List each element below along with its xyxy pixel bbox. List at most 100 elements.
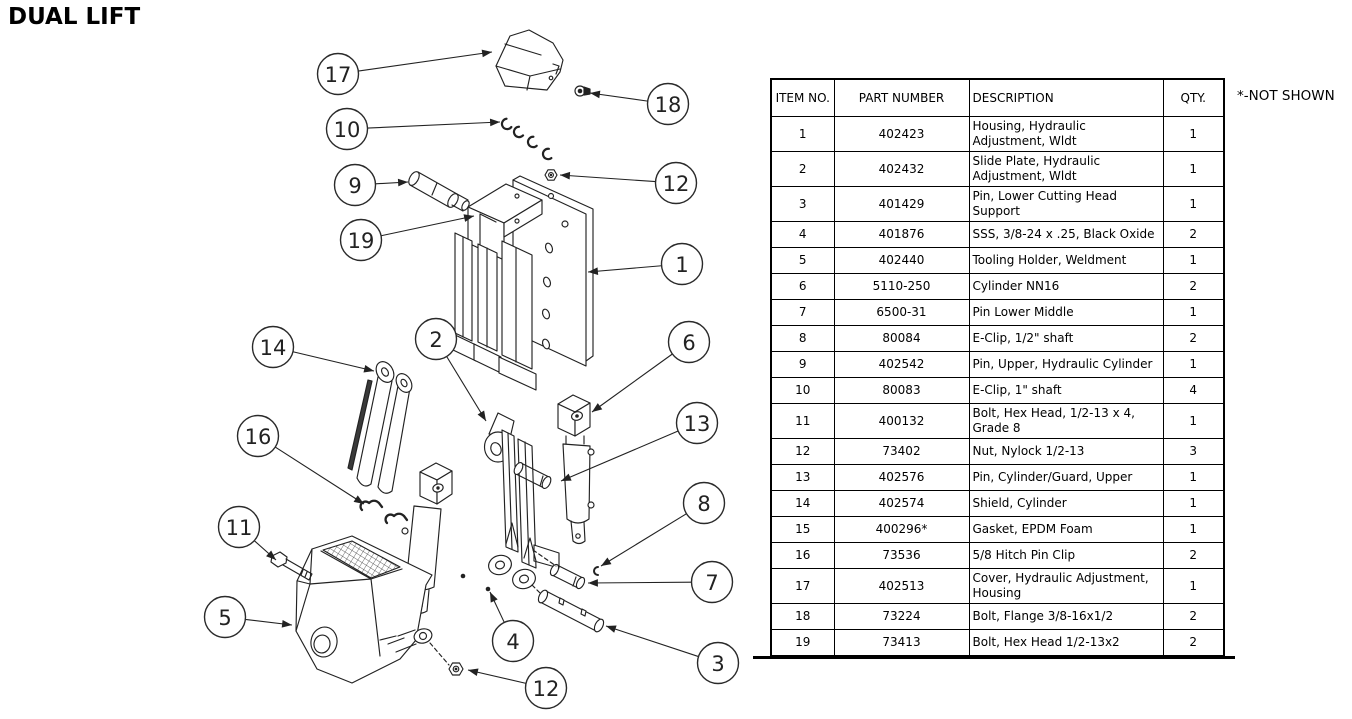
qty-cell: 1: [1162, 351, 1225, 378]
part-nut-12-top: [544, 169, 558, 181]
qty-cell: 1: [1162, 403, 1225, 439]
part-cover-17: [495, 29, 564, 91]
item-no-cell: 14: [770, 490, 835, 517]
balloon-circle: [667, 320, 711, 364]
balloon-circle: [251, 325, 295, 369]
leader-line: [274, 446, 365, 505]
page-title: DUAL LIFT: [8, 4, 141, 30]
part-pin-7: [549, 563, 586, 590]
part-hitch-pin-clips-16: [359, 499, 409, 525]
item-no-cell: 19: [770, 629, 835, 657]
part-flange-bolt-18: [574, 85, 591, 97]
part-pin-13: [513, 461, 552, 490]
qty-cell: 2: [1162, 325, 1225, 352]
qty-cell: 1: [1162, 490, 1225, 517]
part-e-clips-10: [500, 117, 553, 161]
balloon-circle: [682, 481, 726, 525]
qty-cell: 1: [1162, 568, 1225, 604]
callout-9: 9: [333, 163, 409, 207]
part-number-cell: 402423: [833, 116, 970, 152]
part-number-cell: 402432: [833, 151, 970, 187]
description-cell: Gasket, EPDM Foam: [968, 516, 1164, 543]
item-no-cell: 7: [770, 299, 835, 326]
callout-3: 3: [605, 625, 740, 685]
balloon-circle: [660, 242, 704, 286]
part-slide-plate-2: [483, 412, 560, 590]
item-no-cell: 16: [770, 542, 835, 569]
balloon-number: 4: [506, 630, 519, 654]
part-number-cell: 80084: [833, 325, 970, 352]
balloon-circle: [236, 414, 280, 458]
part-number-cell: 401429: [833, 186, 970, 222]
column-header: PART NUMBER: [833, 78, 970, 117]
callout-12: 12: [467, 666, 568, 710]
balloon-number: 16: [245, 425, 272, 449]
balloon-circle: [414, 317, 458, 361]
balloon-circle: [325, 107, 369, 151]
part-shield-14: [347, 361, 413, 494]
part-cylinder-6-right: [557, 394, 595, 545]
column-header: QTY.: [1162, 78, 1225, 117]
qty-cell: 1: [1162, 299, 1225, 326]
item-no-cell: 9: [770, 351, 835, 378]
qty-cell: 1: [1162, 151, 1225, 187]
callout-10: 10: [325, 107, 501, 151]
part-cylinder-6-left: [401, 462, 453, 614]
callout-12: 12: [559, 161, 698, 205]
part-number-cell: 402574: [833, 490, 970, 517]
balloon-circle: [690, 560, 734, 604]
part-number-cell: 401876: [833, 221, 970, 248]
part-number-cell: 80083: [833, 377, 970, 404]
qty-cell: 2: [1162, 221, 1225, 248]
callout-11: 11: [217, 505, 277, 561]
description-cell: Bolt, Flange 3/8-16x1/2: [968, 603, 1164, 630]
item-no-cell: 8: [770, 325, 835, 352]
item-no-cell: 12: [770, 438, 835, 465]
description-cell: Pin Lower Middle: [968, 299, 1164, 326]
leader-line: [253, 540, 277, 561]
part-pin-3: [537, 589, 605, 633]
table-bottom-rule: [753, 656, 1235, 659]
callout-14: 14: [251, 325, 375, 373]
leader-line: [589, 90, 648, 102]
qty-cell: 4: [1162, 377, 1225, 404]
description-cell: Shield, Cylinder: [968, 490, 1164, 517]
part-number-cell: 402513: [833, 568, 970, 604]
item-no-cell: 6: [770, 273, 835, 300]
balloon-number: 9: [348, 174, 361, 198]
balloon-number: 2: [429, 328, 442, 352]
balloon-number: 6: [682, 331, 695, 355]
balloon-circle: [339, 218, 383, 262]
part-number-cell: 73413: [833, 629, 970, 657]
description-cell: 5/8 Hitch Pin Clip: [968, 542, 1164, 569]
item-no-cell: 18: [770, 603, 835, 630]
item-no-cell: 4: [770, 221, 835, 248]
balloon-number: 12: [533, 677, 560, 701]
balloon-circle: [491, 619, 535, 663]
description-cell: Bolt, Hex Head, 1/2-13 x 4, Grade 8: [968, 403, 1164, 439]
part-number-cell: 73536: [833, 542, 970, 569]
description-cell: Cylinder NN16: [968, 273, 1164, 300]
leader-line: [380, 214, 475, 237]
alignment-dashed-lines: [429, 549, 557, 666]
qty-cell: 3: [1162, 438, 1225, 465]
callout-13: 13: [560, 401, 719, 482]
part-nut-12-bottom: [448, 662, 464, 676]
qty-cell: 2: [1162, 273, 1225, 300]
description-cell: Nut, Nylock 1/2-13: [968, 438, 1164, 465]
part-number-cell: 400132: [833, 403, 970, 439]
leader-line: [600, 513, 687, 567]
part-number-cell: 402542: [833, 351, 970, 378]
callout-7: 7: [587, 560, 734, 604]
balloon-circle: [333, 163, 377, 207]
balloon-number: 17: [325, 63, 352, 87]
